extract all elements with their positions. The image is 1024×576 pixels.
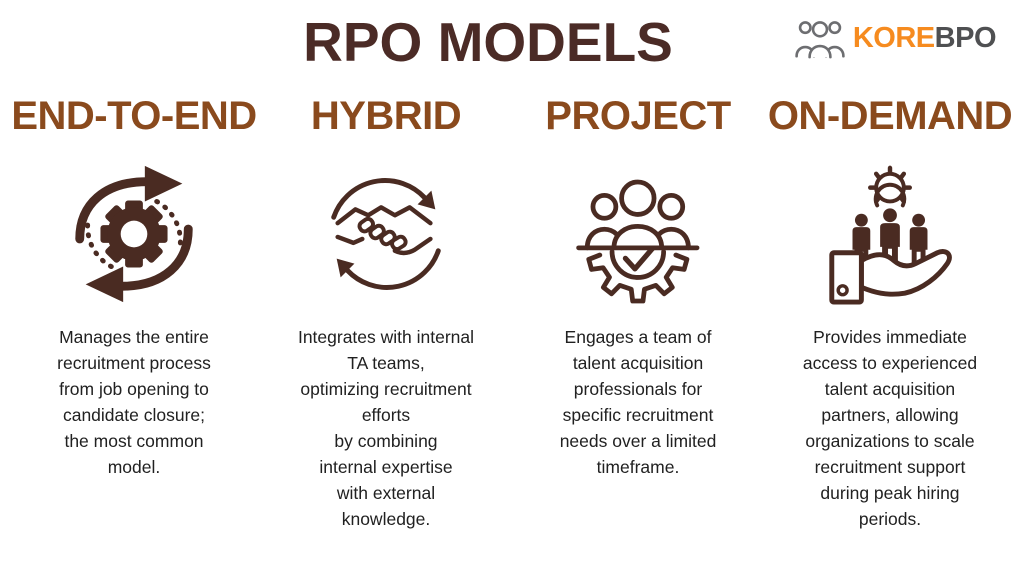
process-cycle-gear-icon [75, 165, 193, 303]
column-description: Integrates with internal TA teams, optim… [297, 327, 475, 529]
column-title: END-TO-END [11, 94, 257, 138]
page-header: RPO MODELS [0, 0, 1024, 74]
column-icon-wrap [60, 158, 208, 310]
column-icon-wrap [312, 158, 460, 310]
model-columns: END-TO-END [0, 92, 1024, 532]
column-title: PROJECT [545, 94, 731, 138]
brand-name-primary: KORE [852, 21, 935, 54]
column-project: PROJECT Engages a team of talent acquisi… [512, 92, 764, 532]
team-gear-check-icon [576, 179, 700, 304]
brand-logo: KOREBPO [794, 16, 997, 60]
column-title: HYBRID [310, 94, 462, 138]
page-title: RPO MODELS [303, 11, 673, 73]
column-title: ON-DEMAND [767, 94, 1013, 138]
column-description: Manages the entire recruitment process f… [57, 327, 211, 477]
handshake-cycle-icon [331, 178, 441, 290]
column-hybrid: HYBRID [260, 92, 512, 532]
column-on-demand: ON-DEMAND [764, 92, 1016, 532]
brand-name-secondary: BPO [934, 21, 997, 54]
column-end-to-end: END-TO-END [8, 92, 260, 532]
hand-offering-talent-icon [829, 165, 952, 305]
column-icon-wrap [816, 158, 964, 310]
column-icon-wrap [571, 158, 705, 310]
people-group-icon [795, 21, 845, 59]
column-description: Provides immediate access to experienced… [802, 327, 978, 529]
column-description: Engages a team of talent acquisition pro… [559, 327, 717, 477]
brand-name: KOREBPO [852, 21, 997, 55]
